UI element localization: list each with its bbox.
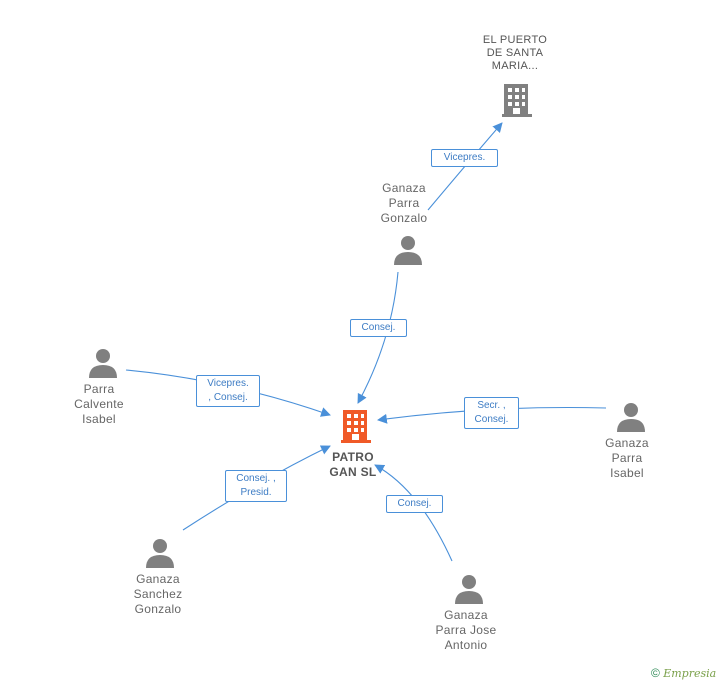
node-label-line: Antonio (444, 638, 488, 652)
node-label-line: Parra (388, 196, 420, 210)
node-label-line: Calvente (74, 397, 124, 411)
person-icon[interactable] (617, 403, 645, 432)
edge-label-vicepres-consej[interactable]: Vicepres. , Consej. (196, 375, 260, 407)
node-label-line: Gonzalo (134, 602, 182, 616)
node-label-el-puerto[interactable]: EL PUERTO DE SANTA MARIA... (465, 34, 565, 73)
node-label-line: Isabel (82, 412, 116, 426)
person-icon[interactable] (394, 236, 422, 265)
node-label-line: Gonzalo (380, 211, 428, 225)
person-icon[interactable] (89, 349, 117, 378)
node-label-line: Ganaza (136, 572, 180, 586)
node-label-line: PATRO (332, 450, 374, 464)
node-label-ganaza-parra-gonzalo[interactable]: Ganaza Parra Gonzalo (364, 181, 444, 226)
edge-label-secr-consej[interactable]: Secr. , Consej. (464, 397, 519, 429)
edge-label-line: Secr. , (477, 400, 506, 411)
node-label-line: Isabel (610, 466, 644, 480)
copyright-symbol: © (651, 666, 660, 680)
node-label-line: Sanchez (133, 587, 183, 601)
edge-gonzalo-to-patro (357, 271, 399, 404)
node-label-line: DE SANTA (486, 47, 544, 59)
node-label-ganaza-sanchez-gonzalo[interactable]: Ganaza Sanchez Gonzalo (118, 572, 198, 617)
node-label-ganaza-parra-jose-antonio[interactable]: Ganaza Parra Jose Antonio (421, 608, 511, 653)
edge-label-line: Presid. (240, 487, 272, 498)
node-label-line: MARIA... (491, 60, 539, 72)
edge-label-line: Consej. (361, 322, 396, 333)
focus-building-icon[interactable] (341, 410, 371, 443)
node-label-line: EL PUERTO (482, 34, 548, 46)
edge-label-line: Vicepres. (207, 378, 249, 389)
edge-label-vicepres[interactable]: Vicepres. (431, 149, 498, 167)
node-label-line: Ganaza (444, 608, 488, 622)
edge-label-consej-presid[interactable]: Consej. , Presid. (225, 470, 287, 502)
node-label-parra-calvente-isabel[interactable]: Parra Calvente Isabel (59, 382, 139, 427)
edge-label-line: Consej. (397, 498, 432, 509)
node-label-line: Parra Jose (435, 623, 497, 637)
edge-label-line: Consej. (474, 414, 509, 425)
person-icon[interactable] (455, 575, 483, 604)
brand-logo: Empresia (663, 667, 717, 680)
node-label-line: Parra (611, 451, 643, 465)
footer-brand: © Empresia (651, 666, 716, 680)
node-label-line: Ganaza (605, 436, 649, 450)
node-label-line: Parra (83, 382, 115, 396)
node-label-patro-gan[interactable]: PATRO GAN SL (313, 450, 393, 480)
person-icon[interactable] (146, 539, 174, 568)
node-label-line: Ganaza (382, 181, 426, 195)
edge-label-line: Consej. , (236, 473, 276, 484)
building-icon[interactable] (502, 84, 532, 117)
edge-label-consej[interactable]: Consej. (386, 495, 443, 513)
edge-label-consej[interactable]: Consej. (350, 319, 407, 337)
node-label-ganaza-parra-isabel[interactable]: Ganaza Parra Isabel (587, 436, 667, 481)
node-label-line: GAN SL (329, 465, 377, 479)
edge-label-line: , Consej. (208, 392, 248, 403)
edge-label-line: Vicepres. (443, 152, 486, 163)
